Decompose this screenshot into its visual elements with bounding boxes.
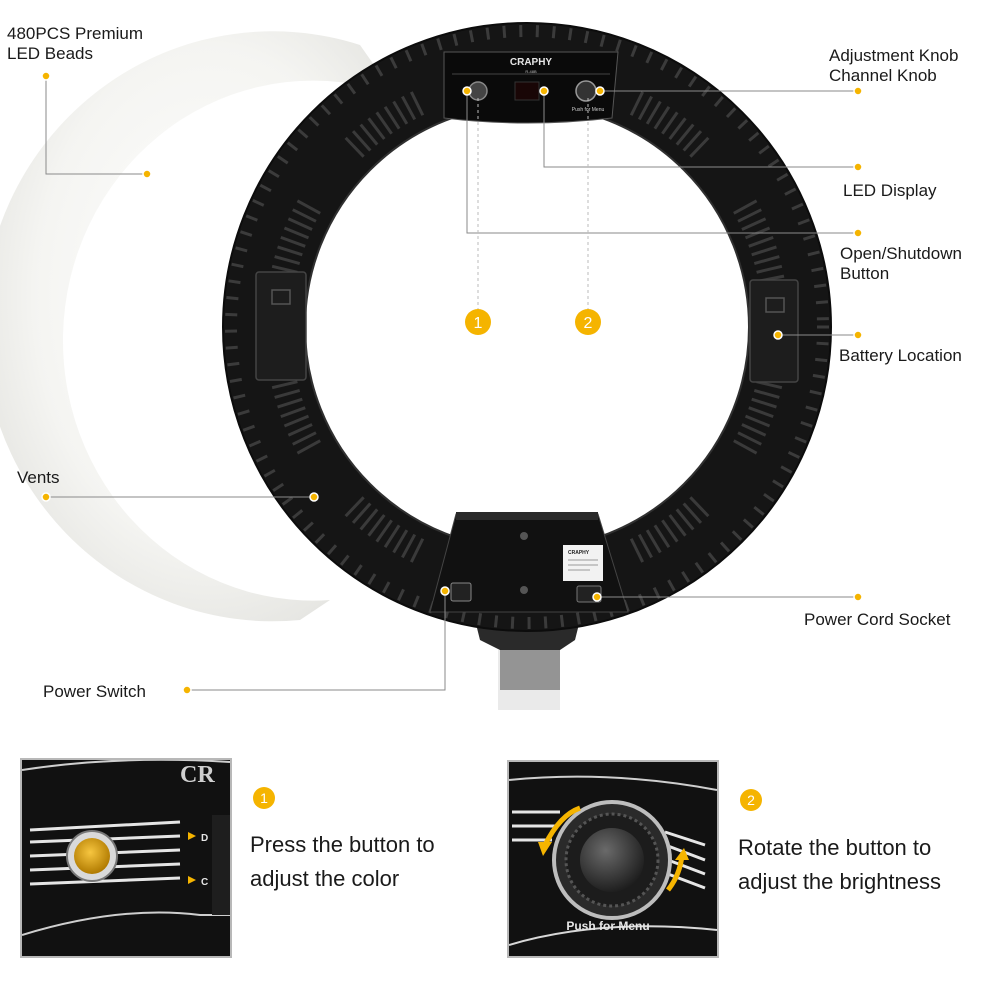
svg-text:2: 2 (584, 315, 593, 332)
instruction-text-1: Press the button to adjust the color (250, 832, 435, 891)
control-panel (443, 51, 619, 124)
instruction-text-2: Rotate the button to adjust the brightne… (738, 835, 942, 894)
inset-arrow-c: C (201, 877, 208, 888)
instruction-badge-1: 1 (253, 787, 275, 809)
callout-power-switch: Power Switch (43, 682, 146, 701)
leader-lines (45, 76, 858, 691)
callout-battery: Battery Location (839, 346, 962, 365)
callout-led-beads: 480PCS Premium LED Beads (7, 24, 144, 63)
inset-logo-fragment: CR (180, 762, 215, 788)
callout-led-display: LED Display (843, 181, 937, 200)
inset-right-frame (507, 760, 719, 958)
inset-left-frame (20, 758, 232, 958)
brand-logo: CRAPHY (510, 57, 553, 68)
inset-brightness-knob (509, 762, 717, 956)
callout-dots (41, 71, 863, 695)
callout-vents: Vents (17, 468, 60, 487)
svg-text:1: 1 (474, 315, 483, 332)
junction-box (429, 512, 629, 613)
inset-arrow-d: D (201, 833, 208, 844)
battery-plate-right (749, 279, 799, 383)
inset-color-button (22, 760, 230, 956)
label-brand: CRAPHY (568, 550, 590, 556)
callout-power-cord: Power Cord Socket (804, 610, 951, 629)
instruction-badge-2: 2 (740, 789, 762, 811)
svg-text:1: 1 (260, 790, 268, 806)
callout-open-shutdown: Open/Shutdown Button (840, 244, 962, 283)
diffuser-ring (0, 31, 395, 622)
marker-1: 1 (465, 309, 491, 335)
inset-knob-caption: Push for Menu (566, 919, 649, 933)
battery-plate-left (255, 271, 307, 381)
marker-2: 2 (575, 309, 601, 335)
callout-adjust-knob: Adjustment Knob Channel Knob (829, 46, 959, 85)
model-number: R-48B (525, 69, 537, 74)
svg-text:2: 2 (747, 792, 755, 808)
